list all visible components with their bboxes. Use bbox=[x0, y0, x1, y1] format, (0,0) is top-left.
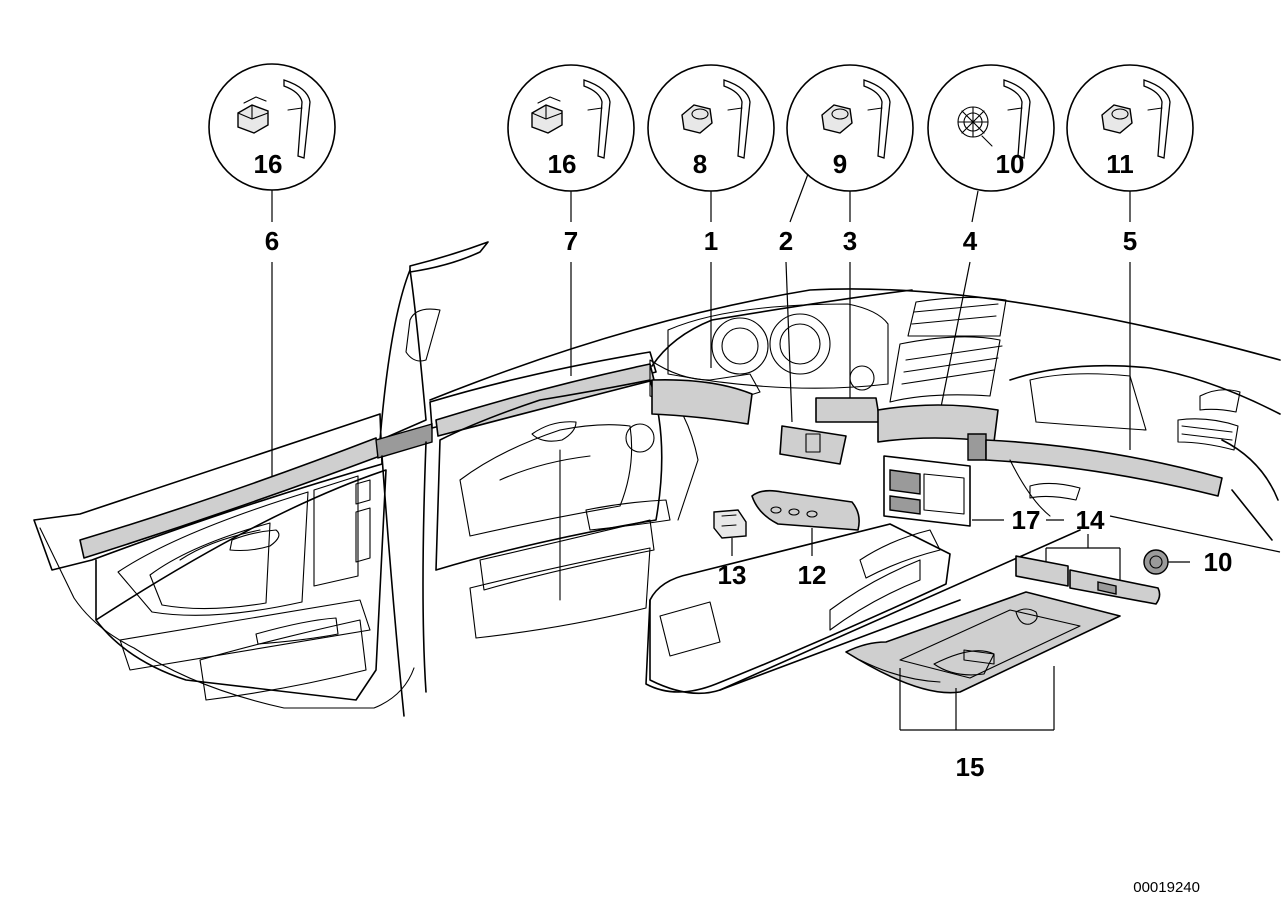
part-label-6: 6 bbox=[265, 226, 279, 256]
part-label-14: 14 bbox=[1076, 505, 1105, 535]
dashboard-drawing bbox=[429, 288, 1281, 541]
callout-clip-10: 10 bbox=[927, 64, 1055, 192]
round-clip-icon bbox=[957, 106, 993, 147]
trim-strip-5 bbox=[985, 439, 1223, 497]
trim-part-12: 12 bbox=[751, 489, 860, 590]
callout-clip-label: 9 bbox=[833, 149, 847, 179]
callout-clip-8: 8 bbox=[647, 64, 775, 192]
callout-clip-label: 10 bbox=[996, 149, 1025, 179]
part-label-10-loose: 10 bbox=[1204, 547, 1233, 577]
trim-strip-icon bbox=[863, 79, 891, 159]
clip-icon bbox=[821, 104, 853, 134]
callout-clip-label: 16 bbox=[254, 149, 283, 179]
clip-part-13: 13 bbox=[713, 509, 747, 590]
rear-door-drawing bbox=[33, 413, 415, 709]
part-17-callout: 17 bbox=[972, 505, 1040, 535]
callout-clip-11: 11 bbox=[1066, 64, 1194, 192]
trim-strip-2 bbox=[779, 425, 847, 465]
trim-strip-icon bbox=[1003, 79, 1031, 159]
trim-strip-3 bbox=[815, 397, 881, 423]
trim-strip-icon bbox=[583, 79, 611, 159]
trim-strip-4 bbox=[877, 404, 999, 443]
drawing-code: 00019240 bbox=[1133, 879, 1200, 896]
part-label-15: 15 bbox=[956, 752, 985, 782]
part-label-12: 12 bbox=[798, 560, 827, 590]
callout-clip-label: 16 bbox=[548, 149, 577, 179]
callout-clip-16-front: 16 bbox=[507, 64, 635, 192]
trim-part-14: 14 bbox=[1015, 505, 1281, 605]
callout-clip-9: 9 bbox=[786, 64, 914, 192]
part-label-3: 3 bbox=[843, 226, 857, 256]
trim-strip-icon bbox=[283, 79, 311, 159]
clip-icon bbox=[531, 96, 563, 134]
part-label-1: 1 bbox=[704, 226, 718, 256]
callout-clip-16-rear: 16 bbox=[208, 63, 336, 191]
part-label-7: 7 bbox=[564, 226, 578, 256]
round-clip-part-10: 10 bbox=[1143, 547, 1233, 577]
clip-icon bbox=[1101, 104, 1133, 134]
trim-strip-1 bbox=[651, 378, 753, 425]
part-label-13: 13 bbox=[718, 560, 747, 590]
trim-strip-icon bbox=[1143, 79, 1171, 159]
callout-circles: 16 16 bbox=[208, 63, 1194, 192]
clip-icon bbox=[237, 96, 269, 134]
trim-strip-icon bbox=[723, 79, 751, 159]
tray-part-15: 15 bbox=[845, 591, 1121, 782]
part-label-2: 2 bbox=[779, 226, 793, 256]
part-labels-top: 6 7 1 2 3 4 5 bbox=[265, 173, 1137, 478]
part-label-4: 4 bbox=[963, 226, 978, 256]
b-pillar-drawing bbox=[375, 241, 489, 717]
callout-clip-label: 11 bbox=[1106, 149, 1134, 179]
part-label-5: 5 bbox=[1123, 226, 1137, 256]
clip-icon bbox=[681, 104, 713, 134]
part-label-17: 17 bbox=[1012, 505, 1041, 535]
callout-clip-label: 8 bbox=[693, 149, 707, 179]
